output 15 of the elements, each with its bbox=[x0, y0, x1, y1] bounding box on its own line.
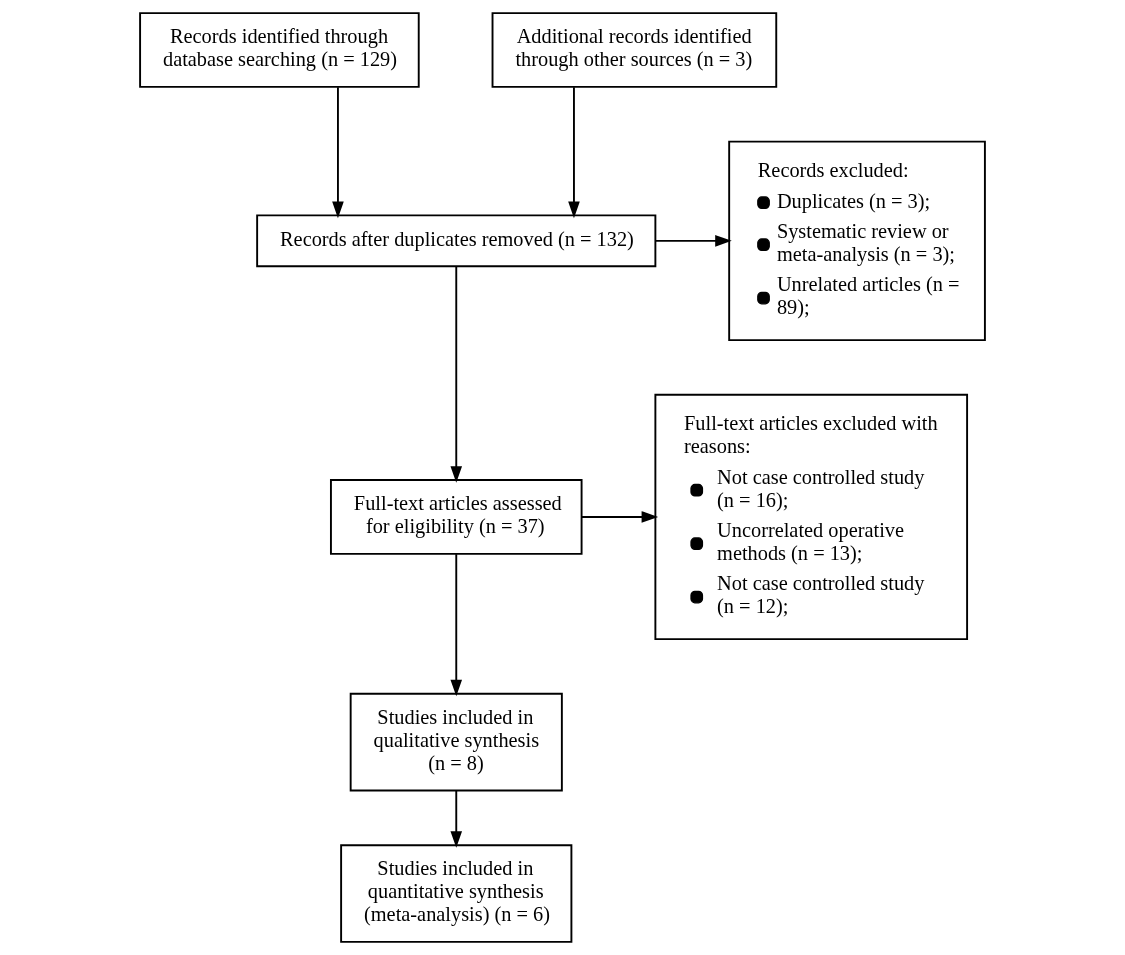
arrow bbox=[580, 511, 659, 523]
arrow bbox=[332, 86, 344, 219]
arrow bbox=[568, 86, 580, 219]
arrow bbox=[450, 553, 463, 697]
node-box: Records identified through database searching (n = 129) bbox=[139, 12, 420, 88]
node-box: Full-text articles excluded with reasons: Not case controlled study (n = 16); Uncorrelated operative methods (n = 13); Not case controlled study (n = 12); bbox=[654, 393, 969, 641]
arrow bbox=[450, 789, 463, 848]
arrow bbox=[450, 265, 463, 483]
node-box: Records after duplicates removed (n = 132) bbox=[256, 214, 657, 268]
node-box: Records excluded: Duplicates (n = 3); Systematic review or meta-analysis (n = 3); Unrelated articles (n = 89); bbox=[728, 140, 986, 342]
node-box: Studies included in qualitative synthesis (n = 8) bbox=[349, 692, 563, 792]
node-box: Additional records identified through other sources (n = 3) bbox=[491, 12, 778, 88]
arrow bbox=[654, 235, 732, 247]
node-box: Full-text articles assessed for eligibility (n = 37) bbox=[330, 479, 583, 555]
node-box: Studies included in quantitative synthesis (meta-analysis) (n = 6) bbox=[340, 844, 573, 943]
